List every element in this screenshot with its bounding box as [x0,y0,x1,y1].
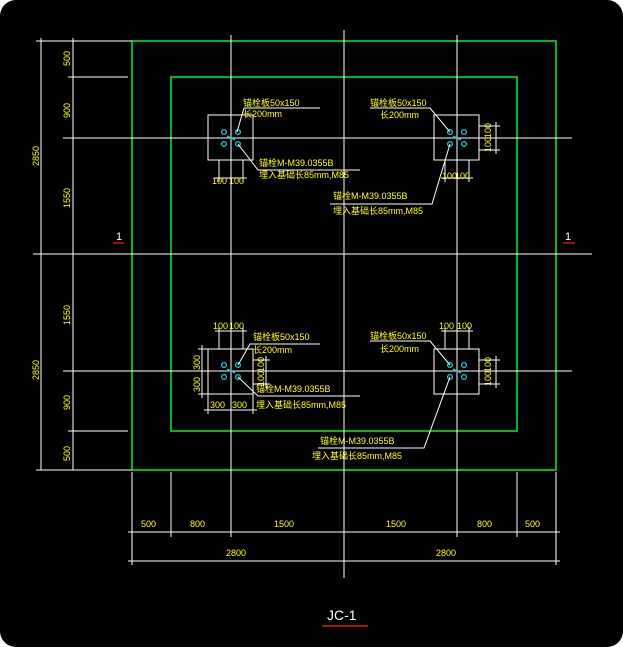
anchor-plate-top-left: 锚栓板50x150 长200mm 锚栓M-M39.0355B 埋入基础长85mm… [207,97,360,186]
dim-a: 100 [442,171,457,181]
bolt-icon [220,361,228,369]
plate-label: 锚栓板50x150 [243,97,300,108]
dim-b: 100 [229,321,244,331]
plate-label: 锚栓板50x150 [370,330,427,341]
dim-bottom-800-left: 800 [190,519,205,529]
dim-bottom-total-left: 2800 [226,548,246,558]
bolt-icon [220,128,228,136]
dim-bottom-500-left: 500 [141,519,156,529]
side-a: 300 [192,355,202,370]
dim-bottom-total-right: 2800 [436,548,456,558]
bolt-icon [446,140,454,148]
bolt-icon [220,140,228,148]
dim-a: 100 [213,321,228,331]
side-c: 100 [256,357,266,372]
bolt-label: 锚栓M-M39.0355B [320,435,395,446]
dim-b: 100 [455,171,470,181]
svg-text:1: 1 [565,231,571,243]
anchor-plate-bottom-left: 锚栓板50x150 长200mm 锚栓M-M39.0355B 埋入基础长85mm… [192,321,360,414]
dim-left-1550-bottom: 1550 [62,305,72,325]
bolt-icon [460,140,468,148]
dim-left-total-bottom: 2850 [31,360,41,380]
dim-a: 100 [439,321,454,331]
bolt-icon [220,373,228,381]
dim-left-500-top: 500 [62,51,72,66]
plate-length: 长200mm [243,108,282,119]
bolt-icon [446,373,454,381]
plate-length: 长200mm [253,344,292,355]
bolt-icon [460,361,468,369]
bolt-label: 锚栓M-M39.0355B [256,383,331,394]
bolt-note: 埋入基础长85mm,M85 [333,205,423,216]
dim-left-total-top: 2850 [31,146,41,166]
dim-b: 100 [457,321,472,331]
bolt-icon [234,140,242,148]
section-mark-left: 1 [113,231,124,244]
plate-label: 锚栓板50x150 [253,331,310,342]
bolt-icon [446,128,454,136]
anchor-plate-bottom-right: 锚栓板50x150 长200mm 锚栓M-M39.0355B 埋入基础长85mm… [312,321,500,461]
bolt-icon [234,361,242,369]
dim-bottom-1500-left: 1500 [274,519,294,529]
dim-left-1550-top: 1550 [62,188,72,208]
side-a: 100 [483,123,493,138]
bolt-note: 埋入基础长85mm,M85 [312,450,402,461]
svg-text:1: 1 [116,231,122,243]
left-dimension-chain: 500 900 1550 2850 1550 900 500 2850 [31,38,132,471]
side-a: 100 [483,357,493,372]
bolt-icon [460,128,468,136]
bolt-label: 锚栓M-M39.0355B [333,190,408,201]
dim-bottom-1500-right: 1500 [386,519,406,529]
plate-length: 长200mm [380,109,419,120]
dim-left-900-top: 900 [62,103,72,118]
anchor-plate-top-right: 锚栓板50x150 长200mm 锚栓M-M39.0355B 埋入基础长85mm… [330,97,500,216]
dim-a: 100 [212,176,227,186]
side-b: 100 [483,371,493,386]
bolt-note: 埋入基础长85mm,M85 [256,399,346,410]
dim-bottom-800-right: 800 [477,519,492,529]
side-b: 300 [192,377,202,392]
drawing-title: JC-1 [322,607,368,627]
side-b: 100 [483,137,493,152]
bolt-icon [446,361,454,369]
dim-b: 100 [229,176,244,186]
drawing-title-text: JC-1 [327,607,357,623]
section-mark-right: 1 [563,231,575,244]
bolt-icon [234,373,242,381]
bottom-a: 300 [210,400,225,410]
dim-left-500-bottom: 500 [62,446,72,461]
bolt-icon [460,373,468,381]
bolt-note: 埋入基础长85mm,M85 [259,169,349,180]
bottom-b: 300 [232,400,247,410]
plate-length: 长200mm [380,343,419,354]
side-d: 100 [256,371,266,386]
plate-label: 锚栓板50x150 [370,97,427,108]
bottom-dimension-chain: 500 800 1500 1500 800 500 2800 2800 [128,472,560,565]
dim-left-900-bottom: 900 [62,395,72,410]
bolt-label: 锚栓M-M39.0355B [259,157,334,168]
dim-bottom-500-right: 500 [525,519,540,529]
